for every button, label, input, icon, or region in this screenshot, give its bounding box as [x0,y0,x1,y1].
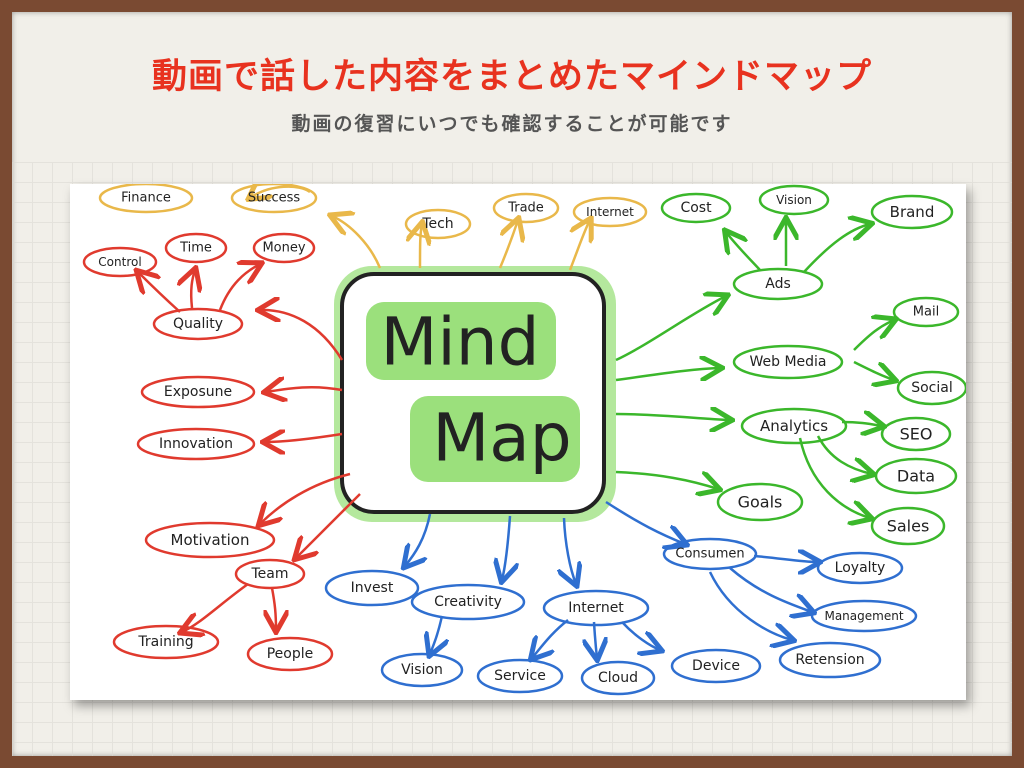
node-analytics: Analytics [740,407,848,445]
svg-text:Device: Device [692,658,740,674]
node-cloud: Cloud [580,660,656,696]
node-service: Service [476,658,564,694]
svg-text:Mail: Mail [913,305,939,320]
mind-map-paper: Mind Map Finance Success Tech [70,184,966,700]
svg-text:Exposune: Exposune [164,384,232,400]
node-quality: Quality [152,307,244,341]
node-device: Device [670,648,762,684]
svg-text:Internet: Internet [586,205,634,219]
node-invest: Invest [324,569,420,607]
svg-text:Innovation: Innovation [159,436,233,452]
svg-text:SEO: SEO [900,425,933,444]
svg-text:Ads: Ads [765,276,791,292]
svg-text:Loyalty: Loyalty [835,560,886,576]
node-data: Data [874,457,958,495]
node-seo: SEO [880,416,952,452]
node-brand: Brand [870,194,954,230]
node-retension: Retension [778,641,882,679]
node-innovation: Innovation [136,427,256,461]
node-sales: Sales [870,506,946,546]
svg-text:Sales: Sales [887,517,930,536]
svg-text:Retension: Retension [795,652,864,668]
svg-text:Social: Social [911,380,953,396]
node-team: Team [234,558,306,590]
svg-text:Invest: Invest [351,580,394,596]
node-consumer: Consumen [662,537,758,571]
slide-title: 動画で話した内容をまとめたマインドマップ [151,56,872,97]
svg-text:Team: Team [250,566,288,582]
svg-text:Time: Time [179,241,212,256]
node-web-media: Web Media [732,344,844,380]
svg-text:Quality: Quality [173,316,223,332]
center-title-line1: Mind [380,304,539,381]
svg-text:Trade: Trade [507,201,544,216]
svg-text:Money: Money [262,241,305,256]
node-cost: Cost [660,192,732,224]
node-management: Management [810,599,918,633]
svg-text:Data: Data [897,467,935,486]
node-exposure: Exposune [140,375,256,409]
svg-text:Goals: Goals [738,493,783,512]
node-vision-blue: Vision [380,652,464,688]
svg-text:Finance: Finance [121,191,171,206]
node-success: Success [230,184,318,214]
svg-text:Success: Success [248,191,301,206]
node-creativity: Creativity [410,583,526,621]
node-mail: Mail [892,296,960,328]
node-ads: Ads [732,267,824,301]
svg-text:Internet: Internet [568,600,624,616]
svg-text:Motivation: Motivation [171,531,250,549]
node-time: Time [164,232,228,264]
node-trade: Trade [492,192,560,224]
svg-text:Consumen: Consumen [675,547,744,562]
svg-text:People: People [267,646,314,662]
blue-branch [405,500,818,658]
node-internet-top: Internet [572,196,648,228]
svg-text:Management: Management [824,609,903,623]
yellow-branch [250,187,590,271]
node-control: Control [82,246,158,278]
svg-text:Brand: Brand [890,203,935,221]
node-internet-blue: Internet [542,589,650,627]
svg-text:Creativity: Creativity [434,594,502,610]
svg-text:Cloud: Cloud [598,670,638,686]
mind-map-diagram: Mind Map Finance Success Tech [82,184,966,696]
node-people: People [246,636,334,672]
svg-text:Web Media: Web Media [749,354,826,370]
slide: 動画で話した内容をまとめたマインドマップ 動画の復習にいつでも確認することが可能… [12,12,1012,756]
svg-text:Tech: Tech [421,216,453,232]
svg-text:Training: Training [137,634,193,650]
svg-text:Service: Service [494,668,546,684]
node-motivation: Motivation [144,521,276,559]
svg-text:Control: Control [98,255,141,269]
node-tech: Tech [404,208,472,240]
node-vision-green: Vision [758,184,830,216]
svg-text:Cost: Cost [680,200,712,216]
node-loyalty: Loyalty [816,551,904,585]
svg-text:Vision: Vision [776,193,812,207]
svg-text:Analytics: Analytics [760,417,828,435]
center-title-line2: Map [432,400,571,477]
slide-subtitle: 動画の復習にいつでも確認することが可能です [291,113,733,135]
green-branch [615,220,894,518]
node-training: Training [112,624,220,660]
node-money: Money [252,232,316,264]
svg-text:Vision: Vision [401,662,443,678]
node-goals: Goals [716,482,804,522]
red-branch [138,264,361,632]
node-finance: Finance [98,184,194,214]
center-node: Mind Map [334,266,616,522]
node-social: Social [896,370,966,406]
